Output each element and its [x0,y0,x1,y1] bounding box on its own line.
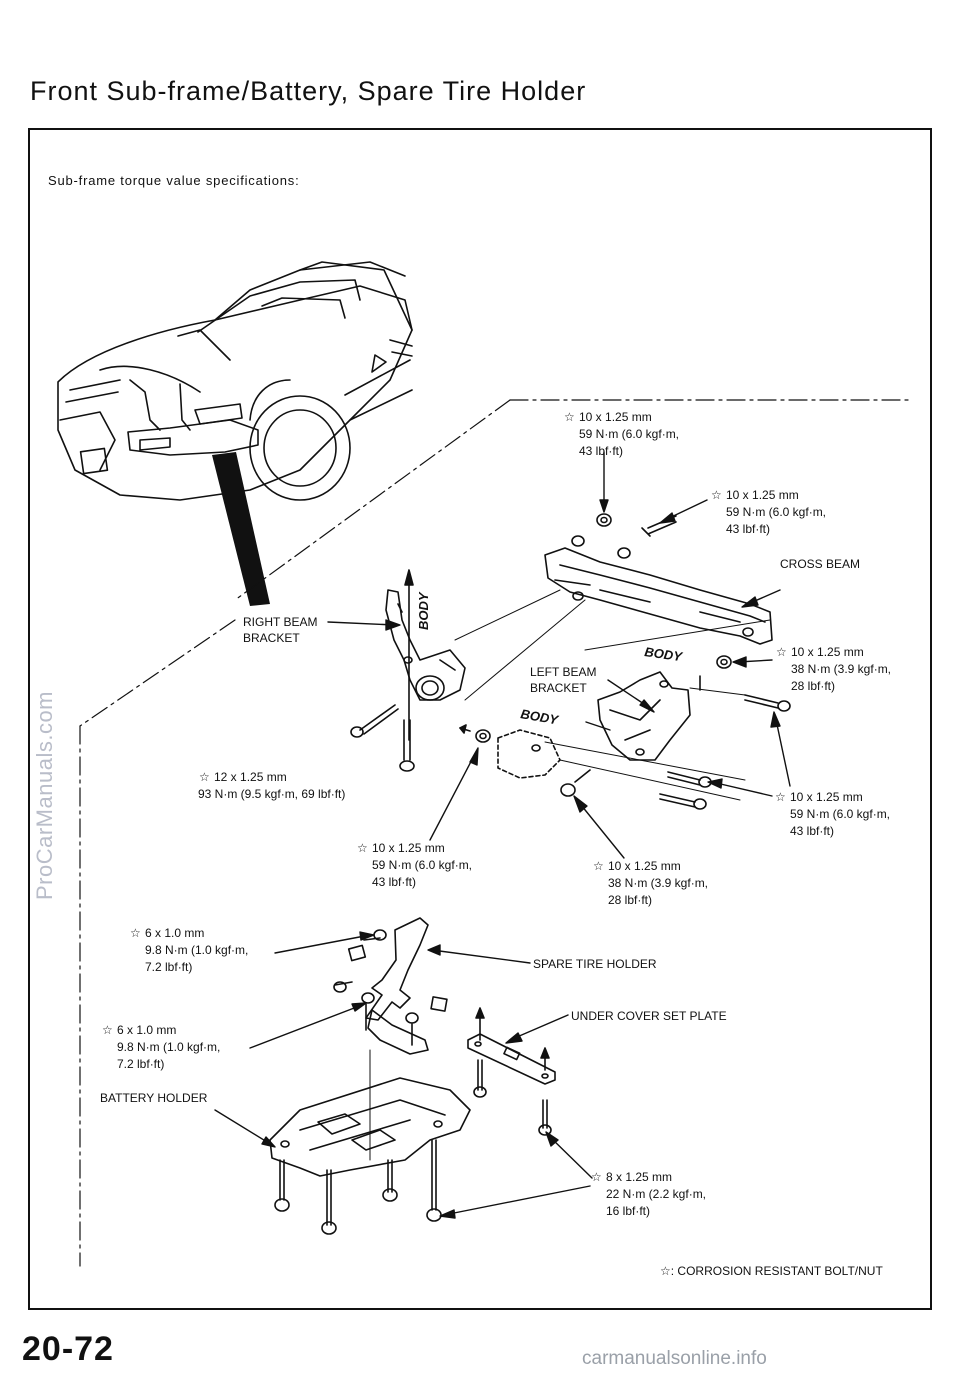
spec-imperial: 43 lbf·ft) [372,875,417,889]
left-beam-bracket [597,671,691,761]
corrosion-resistant-star-icon: ☆ [775,790,786,804]
spare-tire-holder-label: SPARE TIRE HOLDER [533,957,657,971]
spec-size: 8 x 1.25 mm [606,1170,673,1184]
left-beam-bracket-label-line1: LEFT BEAM [530,665,597,679]
leader-lines [327,451,791,859]
spec-block: ☆ 10 x 1.25 mm 59 N·m (6.0 kgf·m, 43 lbf… [775,789,891,840]
corrosion-resistant-star-icon: ☆ [593,859,604,873]
spec-imperial: 28 lbf·ft) [791,679,836,693]
spec-torque: 9.8 N·m (1.0 kgf·m, [117,1040,221,1054]
spec-imperial: 43 lbf·ft) [726,522,771,536]
watermark: ProCarManuals.com [32,690,57,900]
corrosion-resistant-star-icon: ☆ [564,410,575,424]
cross-beam-nuts [571,513,677,559]
spec-block: ☆ 12 x 1.25 mm 93 N·m (9.5 kgf·m, 69 lbf… [198,769,345,803]
spec-imperial: 16 lbf·ft) [606,1204,651,1218]
page-number: 20-72 [22,1330,114,1368]
footer-url: carmanualsonline.info [582,1348,767,1369]
car-illustration [57,261,413,501]
spec-torque: 59 N·m (6.0 kgf·m, [372,858,473,872]
battery-holder [269,1077,471,1177]
corrosion-resistant-star-icon: ☆ [591,1170,602,1184]
spec-block: ☆ 6 x 1.0 mm 9.8 N·m (1.0 kgf·m, 7.2 lbf… [130,925,249,976]
spec-torque: 59 N·m (6.0 kgf·m, [726,505,827,519]
spec-torque: 93 N·m (9.5 kgf·m, 69 lbf·ft) [198,787,346,801]
body-label-2: BODY [644,644,685,664]
spec-imperial: 28 lbf·ft) [608,893,653,907]
spec-size: 10 x 1.25 mm [726,488,799,502]
left-beam-bracket-label: LEFT BEAM BRACKET [530,664,596,696]
spec-size: 6 x 1.0 mm [145,926,205,940]
diagram-frame [28,128,932,1310]
spec-imperial: 7.2 lbf·ft) [145,960,193,974]
spec-torque: 22 N·m (2.2 kgf·m, [606,1187,707,1201]
corrosion-resistant-star-icon: ☆ [776,645,787,659]
battery-holder-label: BATTERY HOLDER [100,1091,208,1105]
left-beam-bracket-label-line2: BRACKET [530,681,587,695]
legend-text: : CORROSION RESISTANT BOLT/NUT [670,1264,883,1278]
spec-block: ☆ 10 x 1.25 mm 38 N·m (3.9 kgf·m, 28 lbf… [776,644,892,695]
right-bracket-bolts [350,704,415,772]
spec-block: ☆ 10 x 1.25 mm 59 N·m (6.0 kgf·m, 43 lbf… [564,409,680,460]
mount-block [497,729,561,779]
spec-size: 10 x 1.25 mm [790,790,863,804]
page-title: Front Sub-frame/Battery, Spare Tire Hold… [30,76,587,106]
spec-imperial: 43 lbf·ft) [790,824,835,838]
spec-size: 12 x 1.25 mm [214,770,287,784]
right-beam-bracket [385,589,466,701]
corrosion-resistant-star-icon: ☆ [199,770,210,784]
spec-block: ☆ 10 x 1.25 mm 38 N·m (3.9 kgf·m, 28 lbf… [593,858,709,909]
right-beam-bracket-label-line2: BRACKET [243,631,300,645]
spec-torque: 59 N·m (6.0 kgf·m, [579,427,680,441]
spec-imperial: 43 lbf·ft) [579,444,624,458]
spec-imperial: 7.2 lbf·ft) [117,1057,165,1071]
right-beam-bracket-label: RIGHT BEAM BRACKET [243,614,317,646]
spec-size: 10 x 1.25 mm [791,645,864,659]
corrosion-resistant-star-icon: ☆ [660,1264,671,1278]
under-cover-set-plate [467,1007,556,1136]
corrosion-resistant-star-icon: ☆ [357,841,368,855]
spec-size: 6 x 1.0 mm [117,1023,177,1037]
spec-torque: 59 N·m (6.0 kgf·m, [790,807,891,821]
legend: ☆: CORROSION RESISTANT BOLT/NUT [660,1264,883,1278]
spare-tire-holder [333,917,448,1055]
corrosion-resistant-star-icon: ☆ [102,1023,113,1037]
spec-block: ☆ 8 x 1.25 mm 22 N·m (2.2 kgf·m, 16 lbf·… [591,1169,707,1220]
cross-beam [544,547,773,645]
cross-beam-label: CROSS BEAM [780,557,861,571]
corrosion-resistant-star-icon: ☆ [130,926,141,940]
spec-torque: 9.8 N·m (1.0 kgf·m, [145,943,249,957]
spec-size: 10 x 1.25 mm [608,859,681,873]
corrosion-resistant-star-icon: ☆ [711,488,722,502]
body-label-3: BODY [519,706,560,728]
spec-size: 10 x 1.25 mm [372,841,445,855]
right-beam-bracket-label-line1: RIGHT BEAM [243,615,318,629]
subheading: Sub-frame torque value specifications: [48,173,300,188]
spec-torque: 38 N·m (3.9 kgf·m, [791,662,892,676]
spec-torque: 38 N·m (3.9 kgf·m, [608,876,709,890]
spec-block: ☆ 10 x 1.25 mm 59 N·m (6.0 kgf·m, 43 lbf… [357,840,473,891]
spec-block: ☆ 6 x 1.0 mm 9.8 N·m (1.0 kgf·m, 7.2 lbf… [102,1022,221,1073]
body-label-1: BODY [416,591,431,630]
spec-size: 10 x 1.25 mm [579,410,652,424]
battery-holder-bolts [274,1049,442,1235]
spec-block: ☆ 10 x 1.25 mm 59 N·m (6.0 kgf·m, 43 lbf… [711,487,827,538]
under-cover-set-plate-label: UNDER COVER SET PLATE [571,1009,727,1023]
